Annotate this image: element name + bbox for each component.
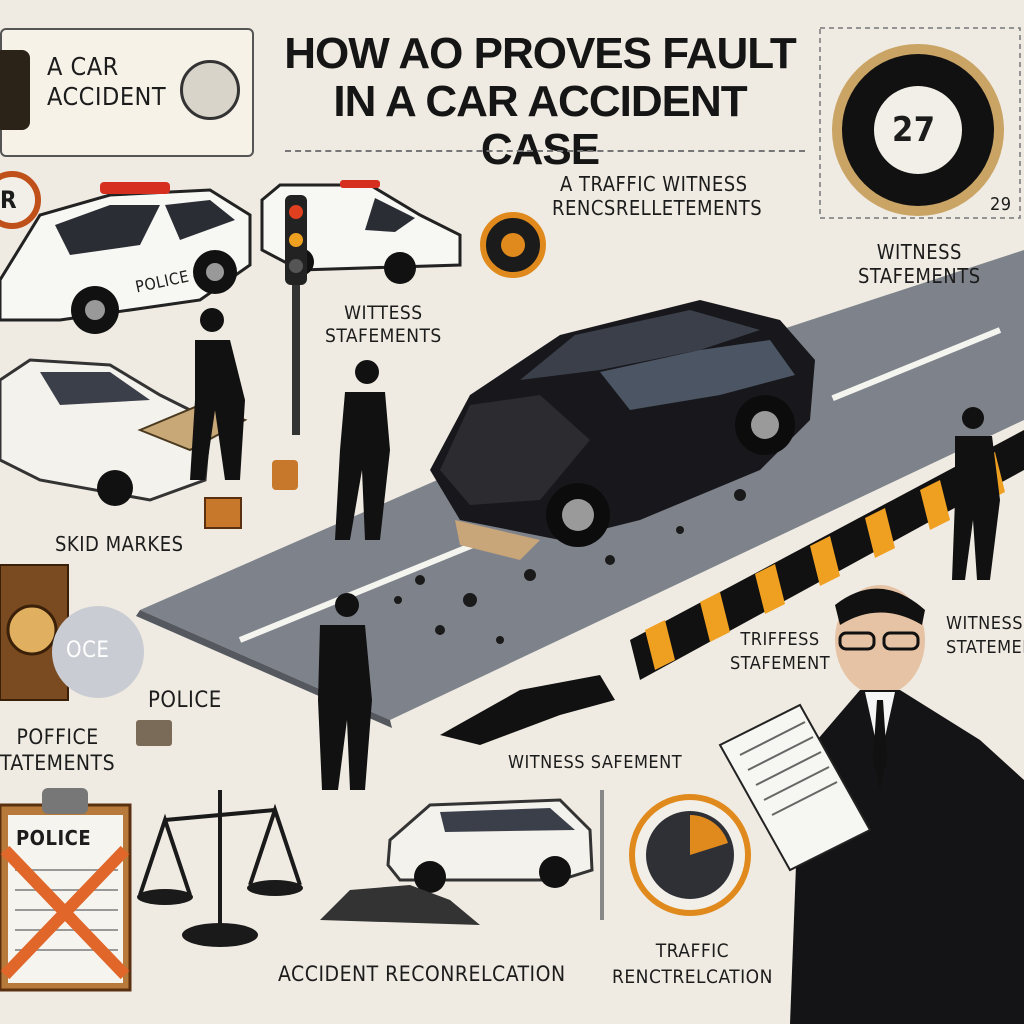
crashed-black-car bbox=[430, 300, 815, 560]
people bbox=[190, 308, 1000, 790]
lawyer-figure bbox=[790, 585, 1024, 1024]
scales-of-justice-icon bbox=[138, 790, 302, 930]
label-witness-mid: WITTESS STAFEMENTS bbox=[325, 302, 442, 347]
clock-frame bbox=[819, 27, 1021, 219]
wreckage-pile bbox=[320, 885, 480, 925]
document-lines bbox=[739, 721, 838, 816]
clock-number: 27 bbox=[892, 110, 936, 150]
police-clipboard bbox=[0, 788, 132, 992]
gauge-icon bbox=[629, 794, 751, 916]
page-title: HOW AO PROVES FAULT IN A CAR ACCIDENT CA… bbox=[280, 30, 800, 174]
label-witness-top-right: WITNESS STAFEMENTS bbox=[858, 240, 981, 288]
label-top-traffic-2: RENCSRELLETEMENTS bbox=[552, 196, 763, 220]
debris bbox=[394, 489, 746, 644]
police-seal-icon bbox=[6, 604, 58, 656]
oce-circle bbox=[52, 606, 144, 698]
police-car bbox=[0, 182, 252, 334]
dashed-frame-right bbox=[600, 790, 604, 920]
police-badge-icon bbox=[0, 50, 30, 130]
label-traffic-reconstruction: TRAFFIC RENCTRELCATION bbox=[612, 940, 773, 988]
label-top-traffic: A TRAFFIC WITNESS bbox=[560, 172, 748, 196]
label-police-clipboard: POLICE bbox=[16, 826, 92, 850]
clock-number-small: 29 bbox=[990, 194, 1012, 215]
evidence-bag bbox=[272, 460, 298, 490]
label-triffess-statement: TRIFFESS STAFEMENT bbox=[730, 629, 831, 674]
clock-medallion-icon bbox=[832, 44, 1004, 216]
label-skid-marks: SKID MARKES bbox=[55, 532, 184, 556]
r-badge-icon bbox=[0, 171, 41, 229]
white-damaged-car bbox=[0, 358, 212, 506]
traffic-light bbox=[285, 195, 307, 435]
label-police: POLICE bbox=[148, 688, 222, 713]
white-suv bbox=[386, 798, 594, 893]
briefcase-small bbox=[136, 720, 172, 746]
car-accident-card: A CAR ACCIDENT bbox=[0, 28, 254, 157]
label-oce: OCE bbox=[66, 638, 110, 663]
r-badge-text: R bbox=[0, 186, 18, 214]
star-badge-icon bbox=[180, 60, 240, 120]
evidence-box bbox=[204, 497, 242, 529]
label-accident-reconstruction: ACCIDENT RECONRELCATION bbox=[278, 962, 566, 986]
label-witness-right: WITNESS STATEMEN bbox=[946, 613, 1024, 658]
label-witness-safement: WITNESS SAFEMENT bbox=[508, 752, 683, 773]
title-line-1: HOW AO PROVES FAULT bbox=[284, 29, 796, 78]
title-divider bbox=[285, 150, 805, 152]
title-line-2: IN A CAR ACCIDENT CASE bbox=[333, 77, 747, 174]
label-poffice-statements: POFFICE TATEMENTS bbox=[0, 725, 116, 775]
car-accident-card-text: A CAR ACCIDENT bbox=[47, 52, 167, 111]
